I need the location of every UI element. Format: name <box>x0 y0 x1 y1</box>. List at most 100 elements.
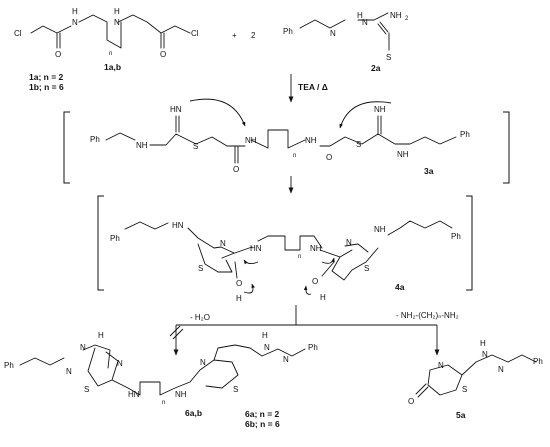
coefficient-2: 2 <box>251 31 256 40</box>
ph-4a-right: Ph <box>451 232 461 241</box>
condition-tea: TEA / Δ <box>298 82 328 92</box>
ring-n-4a-left: N <box>220 239 226 248</box>
s-3a-right: S <box>356 140 361 149</box>
plus-sign: + <box>232 31 237 40</box>
nh-4a-center: NH <box>310 244 322 253</box>
nn-6-right: N <box>283 355 289 364</box>
thione-s-2a: S <box>386 53 391 62</box>
imine-n-3a-right: NH <box>397 150 409 159</box>
ring-s-4a-left: S <box>198 264 203 273</box>
h-4a-left: H <box>236 294 242 303</box>
spacer-n-3a: n <box>293 153 296 159</box>
hn-4a-left: HN <box>172 221 184 230</box>
hn-3a-left: HN <box>170 105 182 114</box>
ring-s-4a-right: S <box>364 264 369 273</box>
o-4a-right: O <box>312 277 318 286</box>
nn-5a: N <box>498 365 504 374</box>
ring-n-6-right: N <box>200 358 206 367</box>
label-2a: 2a <box>371 63 381 73</box>
nh2-sub-2a: 2 <box>405 16 409 22</box>
product-5a: H N N Ph N S O 5a <box>408 339 543 420</box>
ph-3a-left: Ph <box>90 135 100 144</box>
ph-6-right: Ph <box>308 343 318 352</box>
spacer-n-4a: n <box>298 254 301 260</box>
reactant-2a: Ph N N H NH 2 S 2a <box>283 11 409 73</box>
bracket-4a-left <box>97 195 104 291</box>
imine-n-3a-left: NH <box>136 141 148 150</box>
amide-nh-3a-left: NH <box>245 136 257 145</box>
ph-2a: Ph <box>283 27 293 36</box>
nh-6-left-h: H <box>98 331 104 340</box>
label-3a: 3a <box>424 166 434 176</box>
label-6ab: 6a,b <box>185 408 202 418</box>
curved-arrow-3a-right <box>339 101 392 129</box>
intermediate-4a: Ph HN N S HN n NH N S NH Ph O H O H 4a <box>110 220 461 303</box>
curved-arrow-4a-nh-right <box>321 257 335 264</box>
label-4a: 4a <box>395 282 405 292</box>
blocked-mark <box>169 325 184 340</box>
nh-6-center: NH <box>175 390 187 399</box>
amide-nh-3a-right: NH <box>305 136 317 145</box>
nh-5a-h: H <box>480 339 486 348</box>
product-6ab: Ph N H N N S HN n NH N S H N N Ph 6a,b 6… <box>4 331 318 429</box>
ring-n-4a-right: N <box>346 238 352 247</box>
curved-arrow-3a-left <box>189 98 246 127</box>
nh-3a-right: NH <box>374 105 386 114</box>
ring-s-5a: S <box>462 385 467 394</box>
condition-minus-water: - H₂O <box>190 313 210 322</box>
nh-left-h: H <box>72 7 78 16</box>
spacer-n-6: n <box>162 400 165 406</box>
series-1b: 1b; n = 6 <box>29 82 64 92</box>
cl-left: Cl <box>14 29 22 38</box>
nh-left-n: N <box>72 18 78 27</box>
label-5a: 5a <box>456 410 466 420</box>
bracket-3a-left <box>63 111 70 184</box>
carbonyl-o-right: O <box>160 50 166 59</box>
ph-3a-right: Ph <box>460 130 470 139</box>
o-3a-right: O <box>326 153 332 162</box>
condition-minus-diamine: - NH₂-(CH₂)ₙ-NH₂ <box>396 311 459 320</box>
series-6a: 6a; n = 2 <box>245 409 280 419</box>
hn-4a-center: HN <box>250 244 262 253</box>
nh-right-h: H <box>114 7 120 16</box>
series-1a: 1a; n = 2 <box>29 72 64 82</box>
bracket-4a-right <box>466 195 473 291</box>
ring-s-6-right: S <box>233 385 238 394</box>
ring-n-6-left: N <box>117 359 123 368</box>
nh2-2a: NH <box>390 11 402 20</box>
nh-6-right-n: N <box>264 343 270 352</box>
nh-4a-right: NH <box>374 225 386 234</box>
o-4a-left: O <box>236 279 242 288</box>
reactant-1a-b: Cl H N H N n O O Cl 1a,b <box>14 7 199 72</box>
label-1a-b: 1a,b <box>104 62 121 72</box>
carbonyl-o-5a: O <box>408 397 414 406</box>
curved-arrow-4a-oh-right <box>303 285 312 295</box>
nh-6-left-n: N <box>80 343 86 352</box>
curved-arrow-4a-nh-left <box>243 259 259 265</box>
imine-n-2a: N <box>330 29 336 38</box>
ph-5a: Ph <box>533 357 543 366</box>
curved-arrow-4a-oh-left <box>243 283 255 294</box>
s-3a-left: S <box>193 142 198 151</box>
series-6b: 6b; n = 6 <box>245 419 280 429</box>
nn-6-left: N <box>66 367 72 376</box>
nh-right-n: N <box>114 18 120 27</box>
cl-right: Cl <box>191 29 199 38</box>
carbonyl-o-left: O <box>55 50 61 59</box>
ph-6-left: Ph <box>4 361 14 370</box>
split-connector <box>176 305 437 326</box>
hn-6-center: HN <box>128 390 140 399</box>
nh-5a-n: N <box>482 350 488 359</box>
ph-4a-left: Ph <box>110 234 120 243</box>
o-3a-left: O <box>233 165 239 174</box>
ring-n-5a: N <box>438 361 444 370</box>
intermediate-3a: Ph NH HN S NH n O NH O S NH NH Ph 3a <box>90 105 470 176</box>
spacer-n: n <box>109 51 112 57</box>
ring-s-6-left: S <box>84 385 89 394</box>
nh-6-right-h: H <box>262 331 268 340</box>
hydrazide-h-2a: H <box>357 11 363 20</box>
h-4a-right: H <box>320 293 326 302</box>
bracket-3a-right <box>503 111 510 184</box>
hydrazide-n-2a: N <box>362 18 368 27</box>
